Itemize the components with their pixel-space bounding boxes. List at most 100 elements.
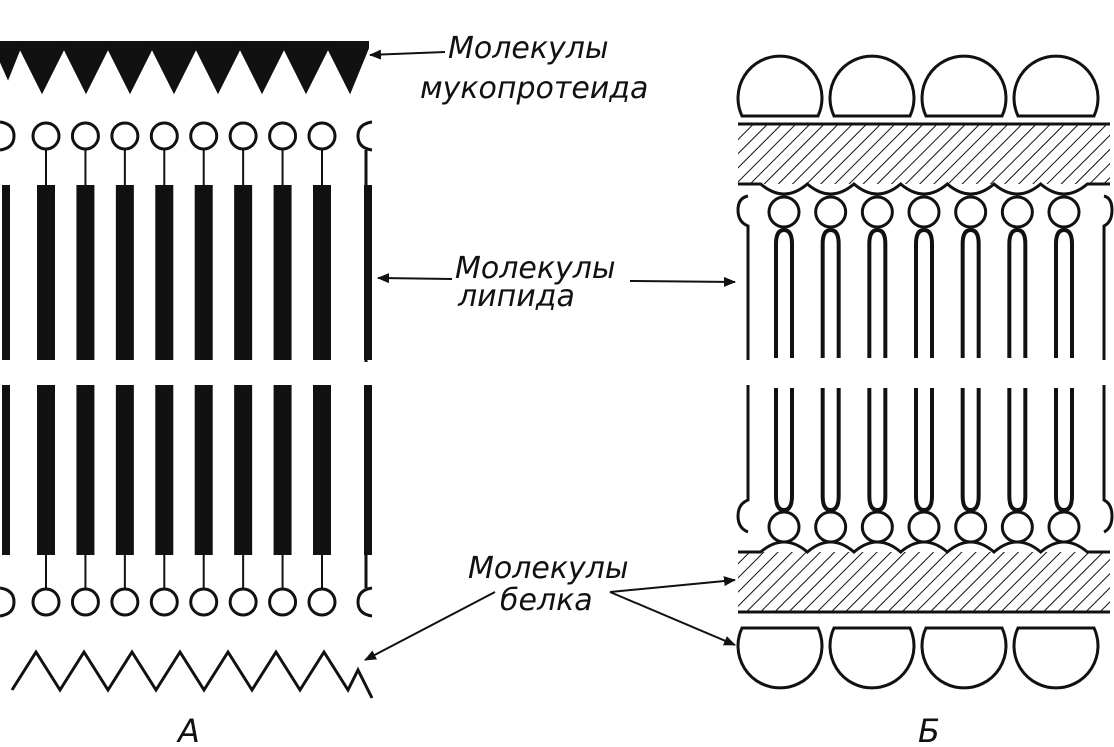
lipid-tail	[155, 185, 174, 360]
lipid-molecule-b-bottom	[954, 388, 988, 544]
lipid-tail	[155, 385, 174, 555]
lipid-molecule-b-top	[907, 195, 941, 358]
protein-globule	[828, 54, 916, 118]
brace-right-top	[1102, 194, 1114, 360]
brace-left-top	[736, 194, 750, 360]
lipid-tail	[37, 385, 55, 555]
lipid-molecule-a-bottom	[228, 385, 258, 617]
lipid-molecule-b-bottom	[1047, 388, 1081, 544]
label-lipid-line2: липида	[457, 279, 575, 314]
label-mucoprotein-line1: Молекулы	[448, 31, 609, 66]
lipid-head	[228, 121, 258, 151]
lipid-tail	[194, 185, 213, 360]
protein-layer-a	[10, 649, 374, 699]
protein-globule	[920, 626, 1008, 690]
lipid-molecule-a-bottom	[268, 385, 298, 617]
protein-globule	[920, 54, 1008, 118]
lipid-head	[268, 587, 298, 617]
lipid-edge-right	[356, 120, 373, 618]
lipid-tail	[313, 185, 331, 360]
arrow-to-protein-b-hatched	[609, 576, 736, 593]
lipid-tail	[820, 227, 841, 358]
lipid-head	[307, 121, 337, 151]
lipid-head	[954, 195, 988, 229]
lipid-tail	[37, 185, 55, 360]
lipid-molecule-a-bottom	[70, 385, 100, 617]
label-protein: Молекулы белка	[364, 551, 736, 661]
label-lipid-line1: Молекулы	[455, 251, 616, 286]
lipid-head	[307, 587, 337, 617]
caption-b: Б	[918, 712, 940, 747]
lipid-head	[31, 121, 61, 151]
lipid-head	[189, 121, 219, 151]
label-lipid: Молекулы липида	[377, 251, 736, 314]
lipid-tail	[960, 227, 981, 358]
lipid-tail	[1054, 227, 1074, 358]
lipid-tail	[1007, 227, 1028, 358]
lipid-tail	[867, 388, 888, 513]
lipid-head	[1000, 510, 1034, 544]
lipid-tail	[820, 388, 841, 513]
lipid-tail	[960, 388, 981, 513]
lipid-head	[31, 587, 61, 617]
lipid-molecule-b-top	[814, 195, 848, 358]
lipid-tail	[234, 385, 253, 555]
protein-globules-top	[736, 54, 1100, 118]
lipid-molecule-b-top	[1047, 195, 1081, 358]
lipid-tail	[867, 227, 888, 358]
protein-layer-b-top	[738, 122, 1110, 196]
lipid-edge-left	[0, 120, 16, 618]
lipid-molecule-b-top	[954, 195, 988, 358]
model-a	[0, 41, 374, 699]
brace-left-bottom	[736, 385, 750, 534]
arrow-to-mucoprotein	[369, 49, 446, 60]
lipid-molecule-a-top	[110, 121, 140, 360]
mucoprotein-layer	[0, 41, 369, 95]
label-mucoprotein-line2: мукопротеида	[420, 71, 648, 106]
protein-globule	[1012, 54, 1100, 118]
lipid-molecule-b-top	[1000, 195, 1034, 358]
lipid-head	[954, 510, 988, 544]
protein-layer-b-bottom	[738, 540, 1110, 614]
lipid-molecule-b-top	[767, 195, 801, 358]
protein-globule	[828, 626, 916, 690]
lipid-head	[268, 121, 298, 151]
lipid-molecule-a-bottom	[307, 385, 337, 617]
protein-globule	[736, 626, 824, 690]
lipid-molecule-b-bottom	[907, 388, 941, 544]
label-mucoprotein: Молекулы мукопротеида	[369, 31, 648, 106]
lipid-head	[70, 121, 100, 151]
lipid-head	[110, 121, 140, 151]
lipid-tail	[1054, 388, 1074, 513]
lipid-molecule-a-bottom	[110, 385, 140, 617]
lipid-head	[1047, 195, 1081, 229]
lipid-head	[860, 510, 894, 544]
brace-right-bottom	[1102, 385, 1114, 534]
lipid-tail	[914, 227, 934, 358]
arrow-to-protein-b-globules	[609, 591, 736, 646]
lipid-molecule-a-top	[228, 121, 258, 360]
lipid-head	[189, 587, 219, 617]
lipid-head	[70, 587, 100, 617]
lipid-tail	[1007, 388, 1028, 513]
lipid-head	[907, 195, 941, 229]
lipid-tail	[115, 185, 134, 360]
lipid-molecule-a-top	[149, 121, 179, 360]
arrow-to-lipid-b	[629, 276, 736, 287]
label-protein-line2: белка	[500, 583, 593, 618]
lipid-tail	[76, 385, 95, 555]
lipid-group-a	[31, 121, 337, 617]
arrow-to-protein-a	[364, 591, 496, 661]
lipid-head	[860, 195, 894, 229]
lipid-molecule-a-top	[189, 121, 219, 360]
lipid-molecule-a-top	[70, 121, 100, 360]
lipid-molecule-b-bottom	[814, 388, 848, 544]
lipid-molecule-a-bottom	[149, 385, 179, 617]
model-b	[736, 54, 1114, 690]
lipid-head	[907, 510, 941, 544]
lipid-molecule-a-bottom	[189, 385, 219, 617]
lipid-tail	[273, 185, 292, 360]
lipid-molecule-a-top	[268, 121, 298, 360]
lipid-tail	[194, 385, 213, 555]
lipid-molecule-a-top	[31, 121, 61, 360]
